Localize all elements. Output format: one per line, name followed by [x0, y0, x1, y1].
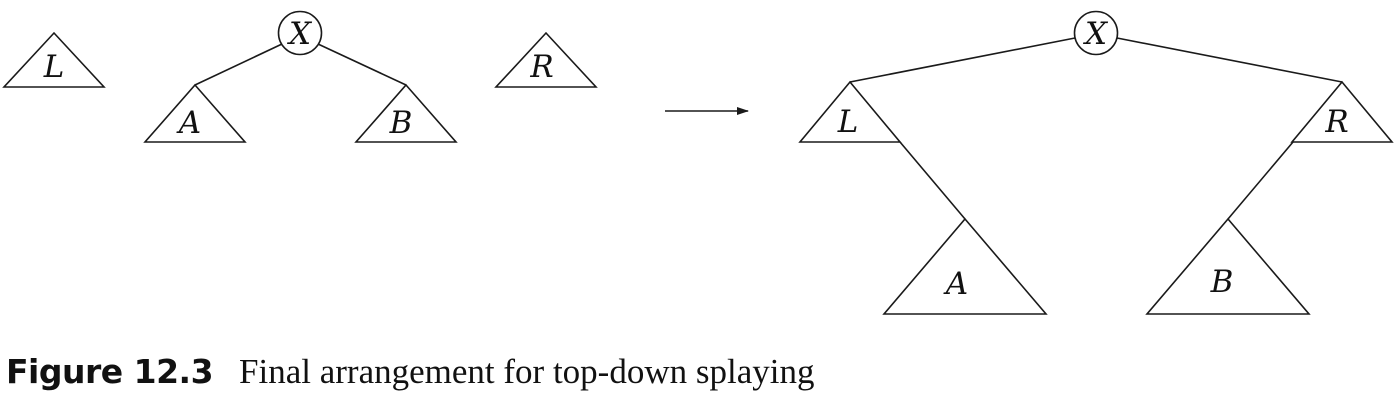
root-node-circle: [277, 10, 323, 56]
b-subtree-triangle: [354, 83, 458, 143]
before-b-subtree: B: [354, 83, 458, 143]
splay-diagram: L A B X R: [2, 10, 1394, 315]
figure-caption: Figure 12.3 Final arrangement for top-dow…: [6, 352, 814, 392]
after-edge-x-l: [849, 37, 1076, 83]
b-subtree-label: B: [389, 105, 413, 141]
left-tree-triangle: [2, 31, 106, 88]
before-arrangement: L A B X R: [2, 10, 598, 143]
after-edge-l-a: [899, 141, 966, 220]
after-edge-r-b: [1227, 141, 1294, 220]
before-root-node: X: [277, 10, 323, 56]
after-b-label: B: [1210, 264, 1234, 300]
figure-caption-text: Final arrangement for top-down splaying: [239, 352, 815, 391]
a-subtree-label: A: [176, 105, 201, 141]
before-left-tree: L: [2, 31, 106, 88]
figure-number: Figure 12.3: [6, 352, 214, 391]
after-b-triangle: [1145, 217, 1311, 315]
after-root-label: X: [1083, 16, 1109, 52]
right-tree-label: R: [529, 49, 553, 85]
before-right-tree: R: [494, 31, 598, 88]
after-l-triangle: [798, 80, 902, 143]
after-a-triangle: [882, 217, 1048, 315]
after-b-subtree: B: [1145, 217, 1311, 315]
a-subtree-triangle: [143, 83, 247, 143]
after-root-circle: [1073, 10, 1119, 56]
after-left-child: L: [798, 80, 902, 143]
after-l-label: L: [837, 104, 859, 140]
after-r-label: R: [1324, 104, 1348, 140]
before-edge-x-b: [317, 43, 407, 86]
before-edge-x-a: [194, 43, 283, 86]
after-a-label: A: [943, 266, 968, 302]
after-r-triangle: [1290, 80, 1394, 143]
after-a-subtree: A: [882, 217, 1048, 315]
right-tree-triangle: [494, 31, 598, 88]
after-edge-x-r: [1116, 37, 1343, 83]
before-a-subtree: A: [143, 83, 247, 143]
left-tree-label: L: [43, 49, 65, 85]
root-node-label: X: [287, 16, 313, 52]
after-right-child: R: [1290, 80, 1394, 143]
after-arrangement: L A R B X: [798, 10, 1394, 315]
after-root-node: X: [1073, 10, 1119, 56]
